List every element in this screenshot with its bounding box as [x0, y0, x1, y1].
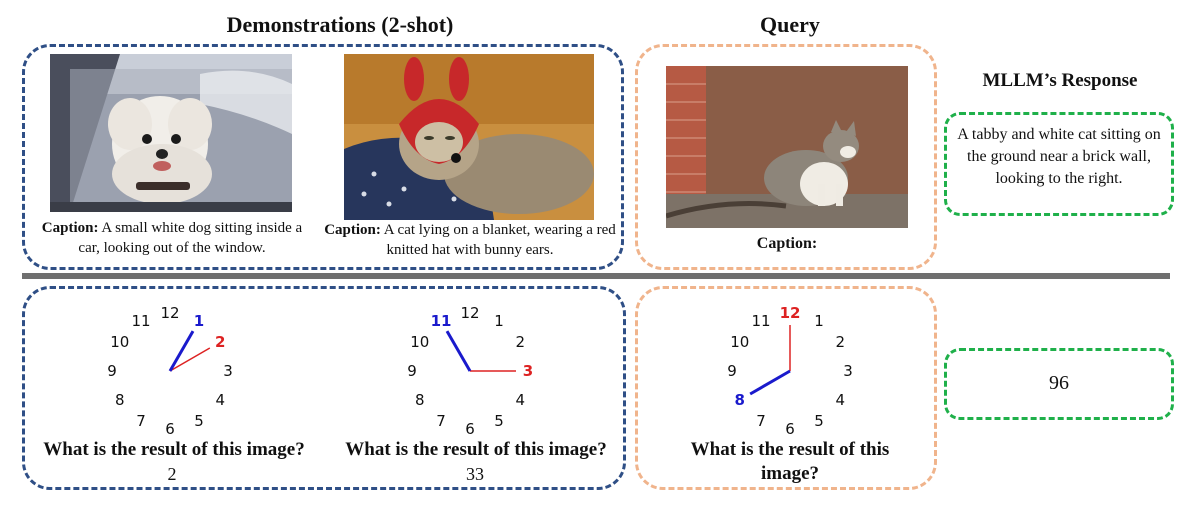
query-numeral-1: 1 [814, 312, 824, 330]
query-numeral-4: 4 [835, 391, 845, 409]
demo2-numeral-7: 7 [436, 412, 446, 430]
demonstrations-box-captioning [22, 44, 624, 270]
demo1-caption: Caption: A small white dog sitting insid… [30, 218, 314, 258]
demo2-numeral-10: 10 [410, 333, 429, 351]
demo1-numeral-7: 7 [136, 412, 146, 430]
demo2-numeral-4: 4 [515, 391, 525, 409]
demo1-numeral-10: 10 [110, 333, 129, 351]
query-numeral-7: 7 [756, 412, 766, 430]
demo1-numeral-9: 9 [107, 362, 117, 380]
demo2-caption-text: A cat lying on a blanket, wearing a red … [380, 222, 616, 258]
demo1-caption-text: A small white dog sitting inside a car, … [78, 220, 303, 256]
demo1-caption-label: Caption: [41, 220, 99, 236]
query-box-captioning [635, 44, 937, 270]
query-blue-hand [749, 369, 791, 396]
query-numeral-11: 11 [751, 312, 770, 330]
demo1-numeral-8: 8 [115, 391, 125, 409]
demo1-numeral-4: 4 [215, 391, 225, 409]
query-numeral-5: 5 [814, 412, 824, 430]
dog-in-car-photo [50, 54, 292, 212]
demo2-answer: 33 [466, 464, 484, 484]
response-box-captioning [944, 112, 1174, 216]
query-numeral-6: 6 [785, 420, 795, 438]
demo2-numeral-12: 12 [460, 304, 479, 322]
demo2-blue-hand [445, 330, 472, 372]
demonstrations-box-clocks [22, 286, 626, 490]
query-caption: Caption: [666, 234, 908, 254]
section-divider [22, 273, 1170, 279]
query-caption-label: Caption: [756, 235, 818, 252]
tabby-cat-photo [666, 66, 908, 228]
demo1-answer: 2 [167, 464, 177, 484]
query-heading: Query [760, 12, 820, 37]
demo1-numeral-3: 3 [223, 362, 233, 380]
query-numeral-3: 3 [843, 362, 853, 380]
demo2-numeral-5: 5 [494, 412, 504, 430]
demonstrations-heading: Demonstrations (2-shot) [226, 12, 454, 37]
response-heading: MLLM’s Response [982, 70, 1138, 91]
response-caption-text: A tabby and white cat sitting on the gro… [957, 126, 1161, 187]
demo2-caption: Caption: A cat lying on a blanket, weari… [320, 220, 620, 260]
demo2-numeral-8: 8 [415, 391, 425, 409]
query-numeral-2: 2 [835, 333, 845, 351]
demo2-numeral-6: 6 [465, 420, 475, 438]
demo1-numeral-6: 6 [165, 420, 175, 438]
demo2-numeral-1: 1 [494, 312, 504, 330]
demo2-numeral-3: 3 [523, 362, 533, 380]
demo1-blue-hand [168, 330, 195, 372]
query-question: What is the result of this image? [690, 439, 890, 484]
demo1-numeral-12: 12 [160, 304, 179, 322]
query-numeral-8: 8 [735, 391, 745, 409]
response-answer: 96 [1049, 372, 1069, 394]
demo1-numeral-5: 5 [194, 412, 204, 430]
demo1-numeral-11: 11 [131, 312, 150, 330]
demo2-question: What is the result of this image? [345, 439, 607, 460]
demo2-numeral-11: 11 [431, 312, 452, 330]
query-box-clocks [635, 286, 937, 490]
demo1-red-hand [169, 347, 211, 372]
demo2-caption-label: Caption: [324, 222, 381, 238]
cat-with-hat-photo [344, 54, 594, 220]
demo1-numeral-1: 1 [194, 312, 204, 330]
query-numeral-9: 9 [727, 362, 737, 380]
demo2-numeral-9: 9 [407, 362, 417, 380]
query-numeral-10: 10 [730, 333, 749, 351]
demo2-numeral-2: 2 [515, 333, 525, 351]
demo1-numeral-2: 2 [215, 333, 225, 351]
query-numeral-12: 12 [780, 304, 801, 322]
response-box-clocks [944, 348, 1174, 420]
demo1-question: What is the result of this image? [43, 439, 305, 460]
